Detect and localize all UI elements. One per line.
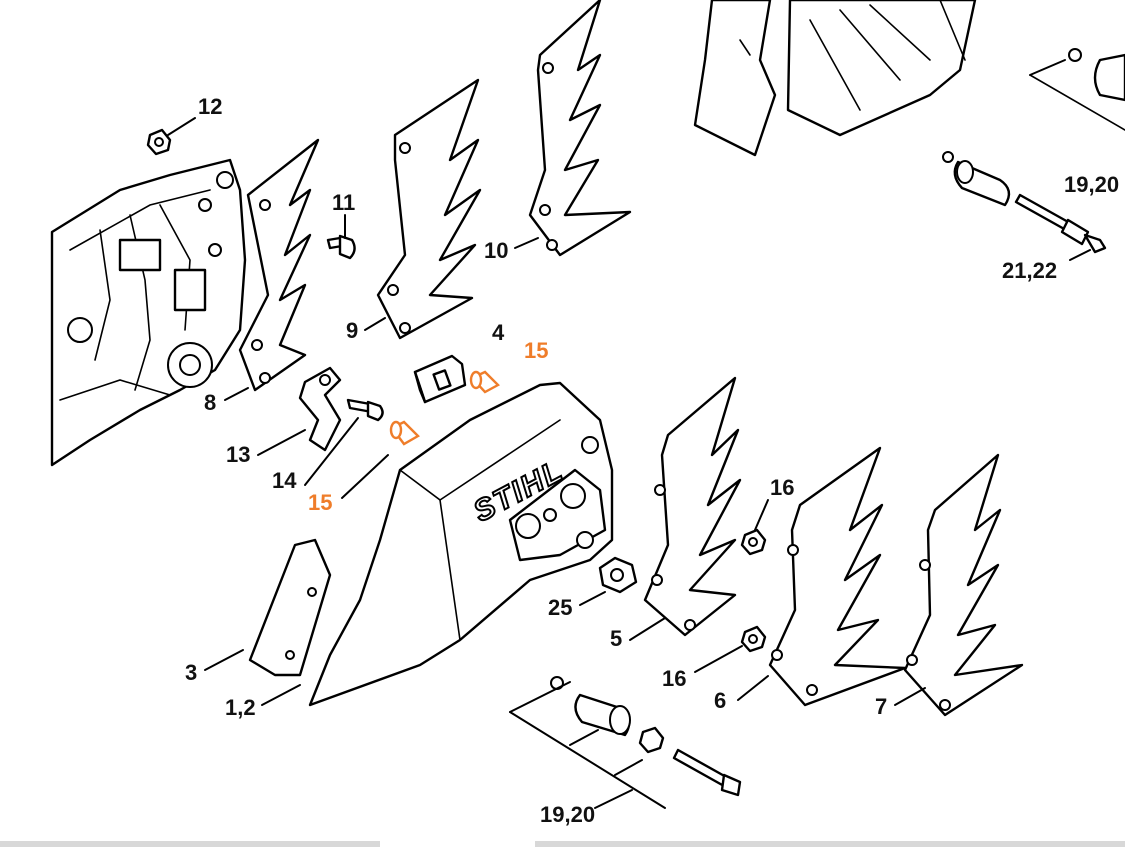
bracket-13	[298, 366, 342, 452]
sprocket-cover: STIHL	[308, 381, 614, 707]
leader-lines	[167, 59, 1091, 809]
clip-4	[413, 354, 467, 404]
nut-12	[146, 128, 172, 156]
spike-plate-8	[238, 138, 320, 392]
label-5: 5	[610, 626, 622, 651]
screw-11	[326, 234, 356, 260]
label-11: 11	[332, 190, 355, 215]
label-25: 25	[548, 595, 572, 620]
engine-housing	[50, 158, 247, 467]
bottom-scroll-strip-right	[535, 841, 1125, 847]
label-13: 13	[226, 442, 250, 467]
label-4: 4	[492, 320, 505, 345]
spike-plate-7	[903, 453, 1024, 717]
bottom-scroll-strip-left	[0, 841, 380, 847]
screw-15-lower	[389, 420, 420, 446]
bar-bolt-set-top	[942, 151, 1107, 254]
upper-housing	[693, 0, 1125, 157]
nut-25	[598, 556, 638, 594]
spike-plate-10	[528, 0, 632, 257]
label-6: 6	[714, 688, 726, 713]
nut-16-lower	[740, 625, 767, 653]
label-10: 10	[484, 238, 508, 263]
label-16-upper: 16	[770, 475, 794, 500]
spike-plate-5	[643, 376, 742, 637]
screw-15-upper	[469, 370, 500, 394]
label-16-lower: 16	[662, 666, 686, 691]
label-15-upper: 15	[524, 338, 548, 363]
label-7: 7	[875, 694, 887, 719]
part-labels: 12 11 10 9 8 4 15 13 14 15 16 25 5 16 6 …	[185, 94, 1119, 827]
label-9: 9	[346, 318, 358, 343]
spike-plate-6	[768, 446, 907, 707]
spike-plate-9	[376, 78, 482, 340]
screw-14	[346, 398, 384, 422]
label-8: 8	[204, 390, 216, 415]
label-14: 14	[272, 468, 297, 493]
label-19-20-top: 19,20	[1064, 172, 1119, 197]
label-12: 12	[198, 94, 222, 119]
bar-bolt-set-bottom	[550, 676, 742, 797]
label-1-2: 1,2	[225, 695, 256, 720]
label-15-lower: 15	[308, 490, 332, 515]
label-3: 3	[185, 660, 197, 685]
strip-3	[248, 538, 332, 677]
label-21-22: 21,22	[1002, 258, 1057, 283]
nut-16-upper	[740, 528, 767, 556]
label-19-20-bottom: 19,20	[540, 802, 595, 827]
